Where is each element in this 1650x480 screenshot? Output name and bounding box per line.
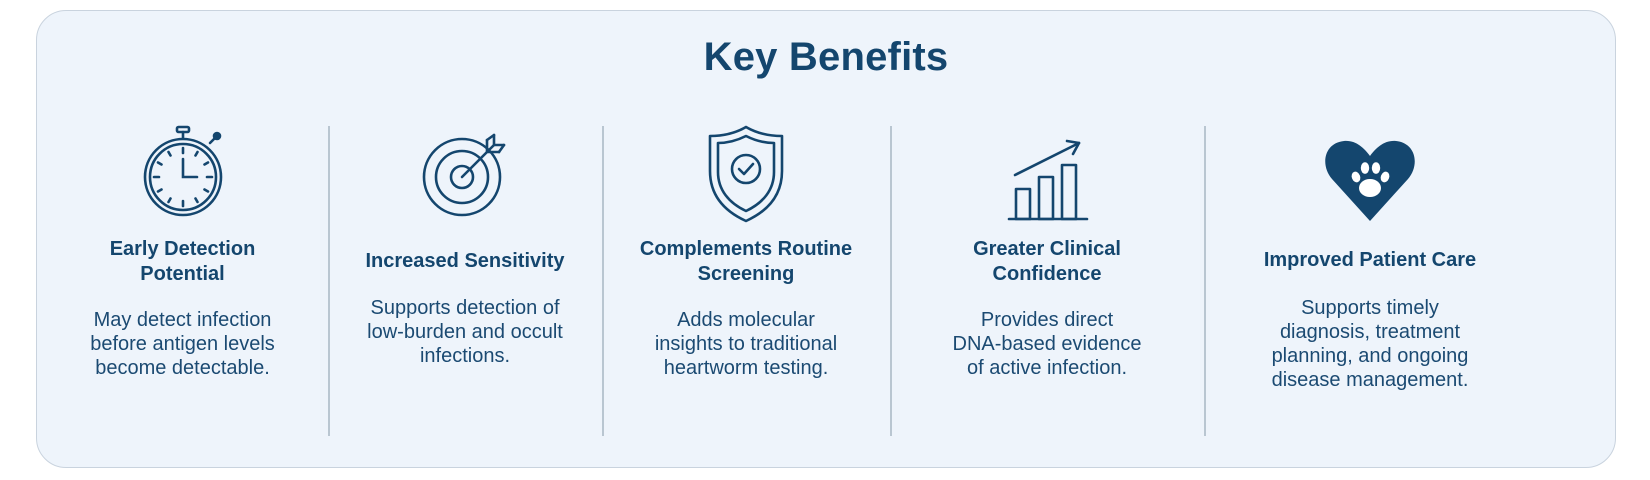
- benefit-complements-screening: Complements Routine Screening Adds molec…: [602, 11, 890, 467]
- growth-chart-icon: [999, 121, 1095, 225]
- target-icon: [417, 121, 513, 225]
- shield-check-icon: [698, 121, 794, 225]
- benefit-heading: Greater Clinical Confidence: [973, 238, 1121, 285]
- divider: [602, 126, 604, 436]
- divider: [890, 126, 892, 436]
- divider: [328, 126, 330, 436]
- benefit-description: Adds molecular insights to traditional h…: [654, 309, 838, 379]
- page-title: Key Benefits: [703, 35, 949, 79]
- benefit-increased-sensitivity: Increased Sensitivity Supports detection…: [328, 11, 602, 467]
- benefit-heading: Increased Sensitivity: [365, 250, 565, 272]
- heart-paw-icon: [1322, 121, 1418, 225]
- benefit-clinical-confidence: Greater Clinical Confidence Provides dir…: [890, 11, 1204, 467]
- benefit-early-detection: Early Detection Potential May detect inf…: [37, 11, 328, 467]
- benefit-description: Supports timely diagnosis, treatment pla…: [1271, 297, 1469, 391]
- benefit-description: Supports detection of low-burden and occ…: [367, 297, 563, 367]
- benefit-heading: Early Detection Potential: [109, 238, 256, 285]
- benefit-description: Provides direct DNA-based evidence of ac…: [952, 309, 1142, 379]
- stopwatch-icon: [135, 121, 231, 225]
- divider: [1204, 126, 1206, 436]
- benefit-heading: Improved Patient Care: [1263, 249, 1477, 271]
- benefit-patient-care: Improved Patient Care Supports timely di…: [1204, 11, 1536, 467]
- benefit-heading: Complements Routine Screening: [639, 238, 853, 285]
- key-benefits-panel: Key Benefits: [36, 10, 1616, 468]
- benefit-description: May detect infection before antigen leve…: [90, 309, 275, 379]
